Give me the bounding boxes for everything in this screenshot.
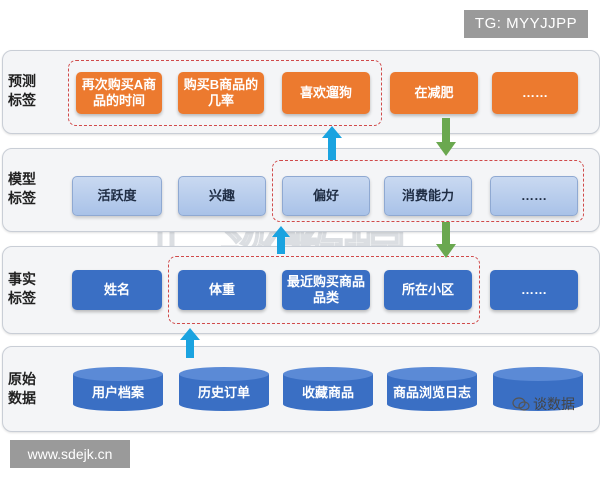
database-icon bbox=[493, 367, 583, 411]
raw-db-2: 历史订单 bbox=[178, 366, 270, 412]
arrow-up-raw-to-fact bbox=[180, 328, 200, 358]
fact-tag-3: 最近购买商品品类 bbox=[282, 270, 370, 310]
wechat-label: 谈数据 bbox=[533, 396, 575, 412]
database-icon bbox=[73, 367, 163, 411]
arrow-down-model-to-fact bbox=[436, 222, 456, 258]
wechat-icon bbox=[512, 397, 530, 411]
model-tag-4: 消费能力 bbox=[384, 176, 472, 216]
fact-tag-2: 体重 bbox=[178, 270, 266, 310]
group-prediction-dashed bbox=[68, 60, 382, 126]
raw-db-label-3: 收藏商品 bbox=[301, 385, 354, 400]
layer-label-raw: 原始 数据 bbox=[8, 371, 36, 406]
raw-db-5 bbox=[492, 366, 584, 412]
database-icon bbox=[179, 367, 269, 411]
arrow-up-model-to-prediction bbox=[322, 126, 342, 160]
model-tag-3: 偏好 bbox=[282, 176, 370, 216]
layer-label-fact: 事实 标签 bbox=[8, 271, 36, 306]
site-url: www.sdejk.cn bbox=[10, 440, 130, 468]
wechat-brand: 谈数据 bbox=[512, 394, 575, 414]
prediction-tag-4: 在减肥 bbox=[390, 72, 478, 114]
prediction-tag-1: 再次购买A商品的时间 bbox=[76, 72, 162, 114]
raw-db-label-1: 用户档案 bbox=[91, 385, 144, 400]
layer-label-model: 模型 标签 bbox=[8, 171, 36, 206]
raw-db-label-2: 历史订单 bbox=[197, 385, 250, 400]
database-icon bbox=[283, 367, 373, 411]
model-tag-1: 活跃度 bbox=[72, 176, 162, 216]
raw-db-4: 商品浏览日志 bbox=[386, 366, 478, 412]
raw-db-label-4: 商品浏览日志 bbox=[392, 385, 471, 400]
arrow-down-prediction-to-model bbox=[436, 118, 456, 156]
prediction-tag-5: …… bbox=[492, 72, 578, 114]
fact-tag-1: 姓名 bbox=[72, 270, 162, 310]
model-tag-2: 兴趣 bbox=[178, 176, 266, 216]
layer-label-prediction: 预测 标签 bbox=[8, 73, 36, 108]
raw-db-1: 用户档案 bbox=[72, 366, 164, 412]
model-tag-5: …… bbox=[490, 176, 578, 216]
group-model-dashed bbox=[272, 160, 584, 222]
raw-db-3: 收藏商品 bbox=[282, 366, 374, 412]
arrow-up-fact-to-model bbox=[272, 226, 290, 254]
fact-tag-5: …… bbox=[490, 270, 578, 310]
prediction-tag-2: 购买B商品的几率 bbox=[178, 72, 264, 114]
tg-tag: TG: MYYJJPP bbox=[464, 10, 588, 38]
database-icon bbox=[387, 367, 477, 411]
prediction-tag-3: 喜欢遛狗 bbox=[282, 72, 370, 114]
group-fact-dashed bbox=[168, 256, 480, 324]
fact-tag-4: 所在小区 bbox=[384, 270, 472, 310]
